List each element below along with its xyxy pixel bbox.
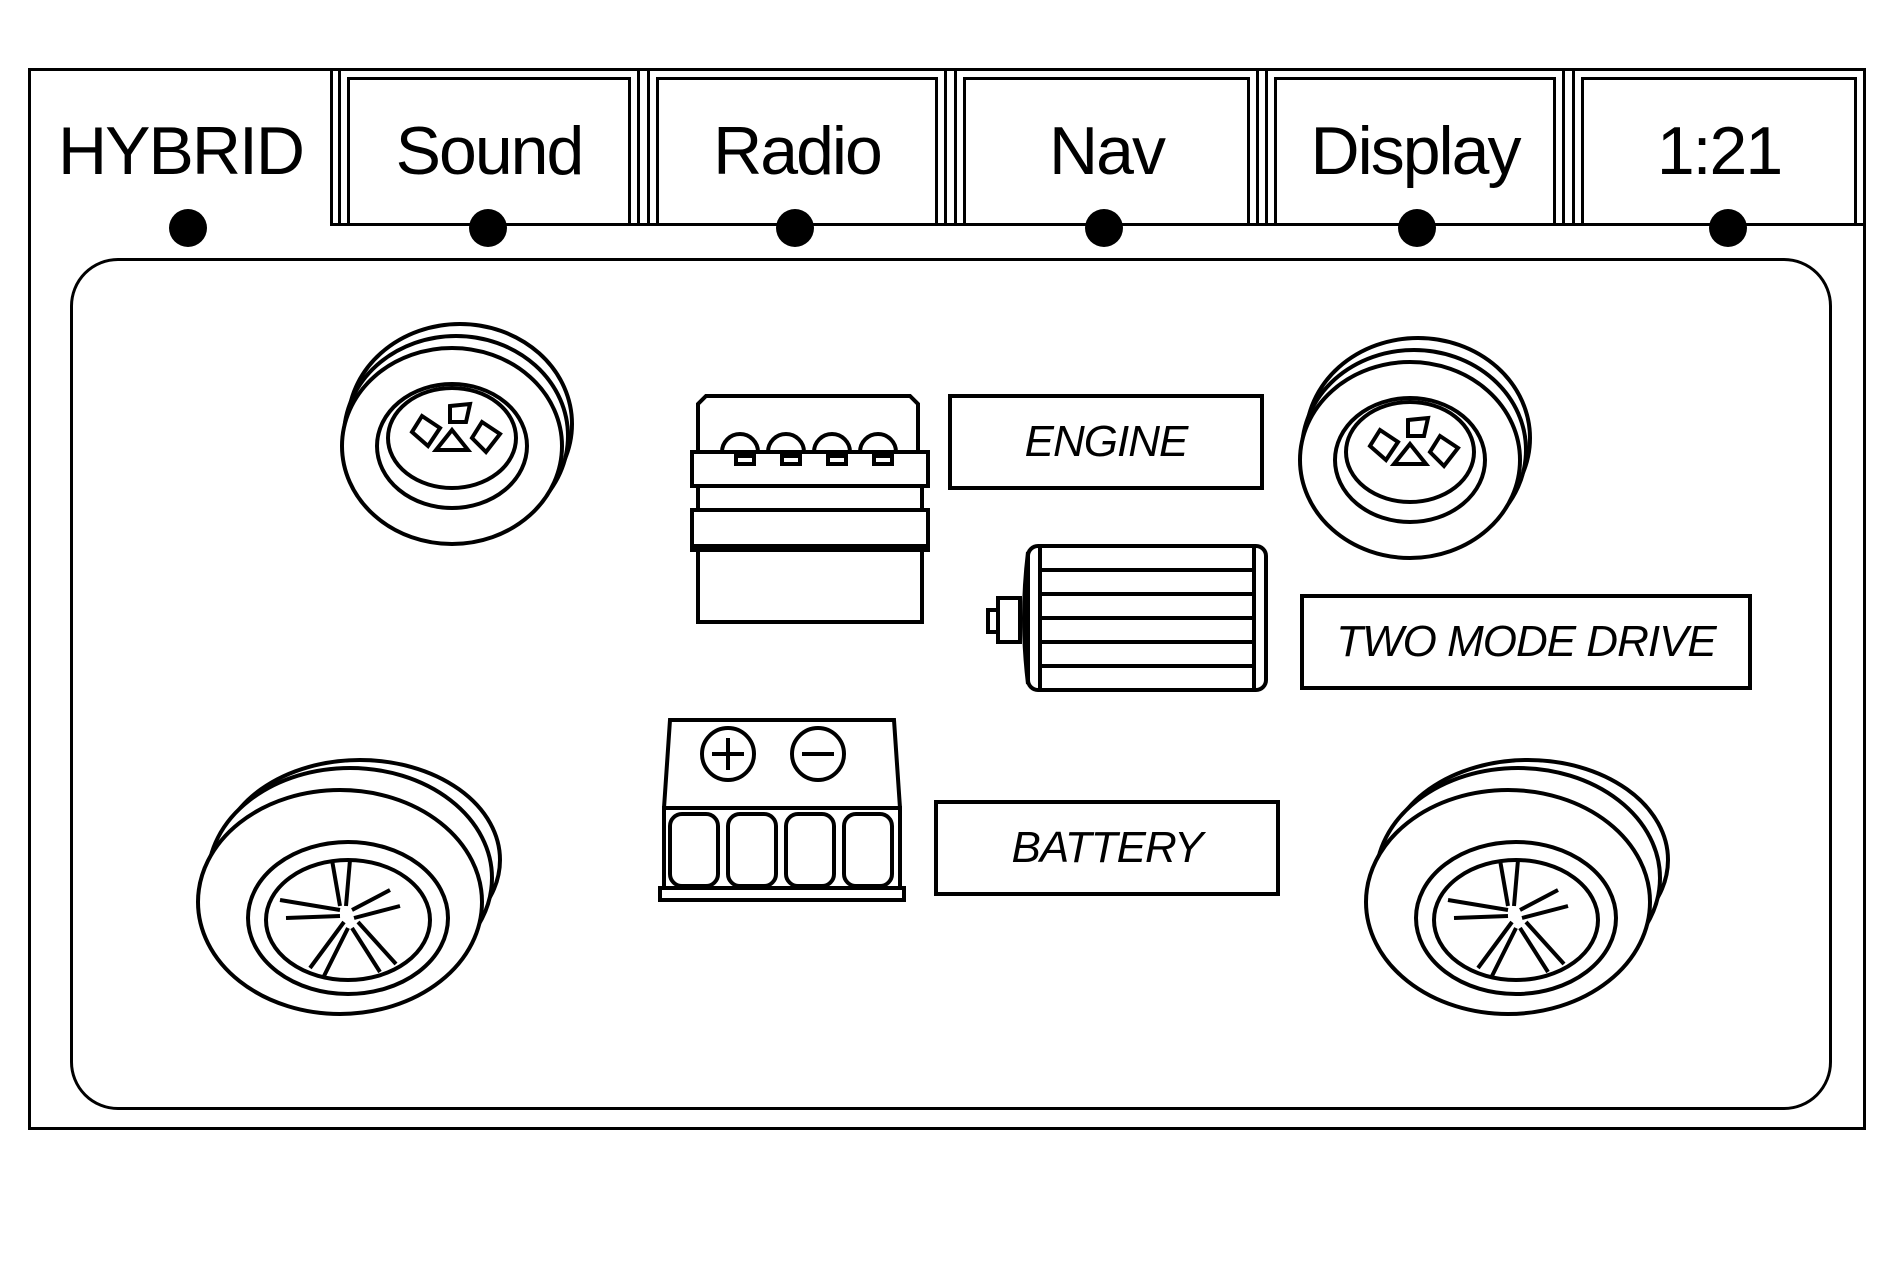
two-mode-drive-label[interactable]: TWO MODE DRIVE (1300, 594, 1752, 690)
tab-clock[interactable]: 1:21 (1572, 68, 1866, 247)
tab-nav-indicator (1085, 209, 1123, 247)
tab-display-indicator (1398, 209, 1436, 247)
tab-radio-indicator (776, 209, 814, 247)
tab-radio-label: Radio (713, 113, 883, 189)
tab-sound-indicator (469, 209, 507, 247)
tab-clock-indicator (1709, 209, 1747, 247)
tab-radio[interactable]: Radio (647, 68, 947, 247)
tab-clock-label: 1:21 (1656, 113, 1783, 189)
tab-hybrid-indicator (169, 209, 207, 247)
wheel-icon (332, 318, 582, 558)
tab-sound[interactable]: Sound (338, 68, 640, 247)
tab-sound-label: Sound (395, 113, 585, 189)
tab-nav[interactable]: Nav (954, 68, 1259, 247)
tab-hybrid-label: HYBRID (58, 113, 305, 189)
motor-icon[interactable] (984, 542, 1280, 694)
tab-nav-label: Nav (1049, 113, 1166, 189)
battery-icon[interactable] (658, 716, 906, 906)
engine-label[interactable]: ENGINE (948, 394, 1264, 490)
tab-display-label: Display (1310, 113, 1522, 189)
tab-hybrid[interactable]: HYBRID (28, 68, 333, 247)
wheel-icon (200, 750, 510, 1020)
wheel-icon (1368, 750, 1678, 1020)
engine-icon[interactable] (688, 392, 934, 632)
tab-display[interactable]: Display (1265, 68, 1565, 247)
battery-label[interactable]: BATTERY (934, 800, 1280, 896)
wheel-icon (1290, 332, 1540, 572)
